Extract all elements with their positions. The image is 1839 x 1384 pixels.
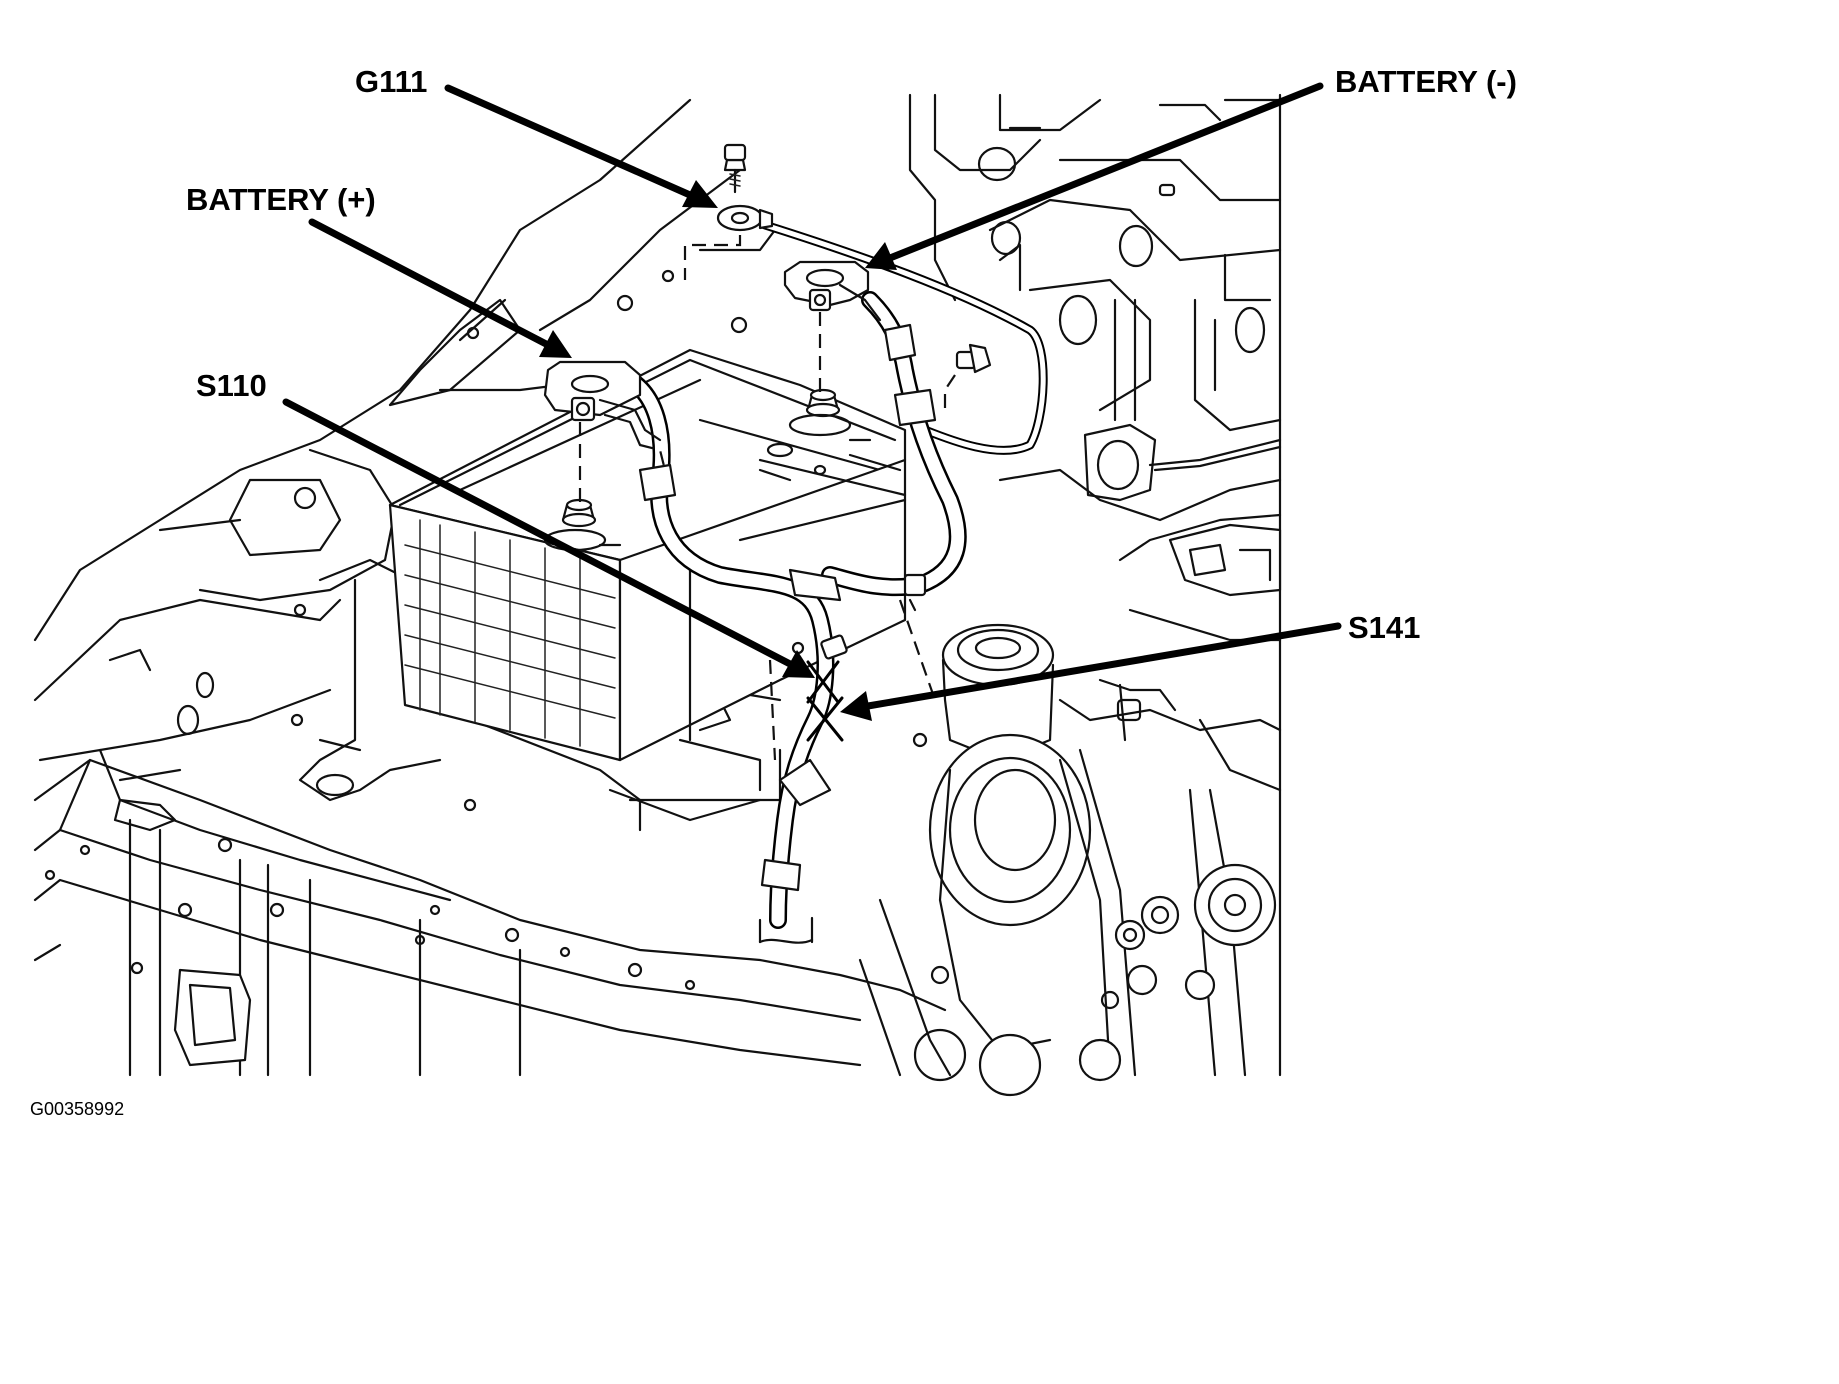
battery	[388, 348, 907, 762]
grommet-assembly	[1083, 423, 1282, 502]
engine-accessories	[858, 468, 1282, 1097]
s141-leader	[864, 622, 1342, 710]
battery-negative-leader	[886, 82, 1324, 262]
s110-arrowhead	[782, 650, 815, 678]
leader-arrows	[282, 82, 1342, 721]
callout-labels: G111 BATTERY (-) BATTERY (+) S110 S141	[186, 64, 1517, 645]
g111-arrowhead	[682, 180, 718, 208]
battery-cable-diagram: G111 BATTERY (-) BATTERY (+) S110 S141 G…	[30, 64, 1517, 1119]
battery-positive-leader	[308, 218, 552, 349]
s141-arrowhead	[840, 691, 872, 721]
label-s110: S110	[196, 368, 267, 403]
assembly-lines	[578, 312, 937, 761]
splice-marks	[806, 660, 844, 742]
battery-front-ribs	[404, 519, 616, 747]
battery-negative-arrowhead	[865, 242, 897, 270]
label-g111: G111	[355, 64, 427, 99]
g111-ground	[683, 143, 774, 280]
radiator-support	[33, 748, 947, 1077]
negative-terminal	[783, 260, 882, 322]
label-battery-positive: BATTERY (+)	[186, 182, 376, 217]
g111-leader	[444, 84, 694, 199]
ground-stud	[943, 343, 992, 415]
engine-bay-artwork	[33, 93, 1282, 1097]
label-s141: S141	[1348, 610, 1420, 645]
positive-terminal	[543, 360, 667, 471]
figure-id: G00358992	[30, 1099, 124, 1119]
s110-leader	[282, 398, 796, 669]
label-battery-negative: BATTERY (-)	[1335, 64, 1517, 99]
battery-positive-arrowhead	[539, 330, 572, 358]
